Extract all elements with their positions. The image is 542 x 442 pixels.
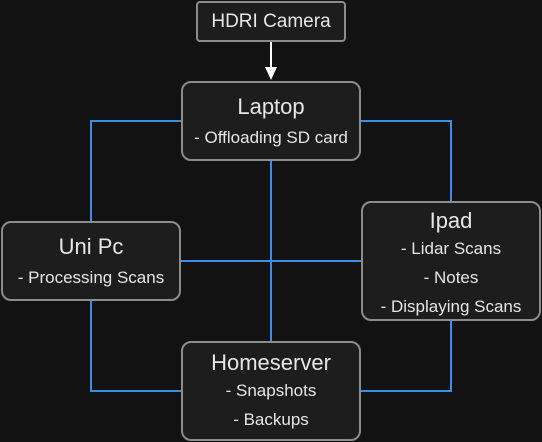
node-title: HDRI Camera [211, 11, 331, 32]
node-detail: - Offloading SD card [194, 128, 348, 147]
node-hdri-camera[interactable]: HDRI Camera [196, 1, 346, 42]
edge-laptop-ipad [361, 120, 452, 201]
node-detail: - Notes [423, 268, 479, 287]
edge-laptop-uni-pc [90, 120, 181, 221]
edge-uni-pc-homeserver [90, 301, 181, 392]
node-title: Ipad [429, 208, 473, 233]
node-ipad[interactable]: Ipad - Lidar Scans - Notes - Displaying … [361, 201, 541, 321]
node-title: Homeserver [211, 350, 331, 375]
node-detail: - Snapshots [225, 381, 317, 400]
node-detail: - Lidar Scans [400, 239, 502, 258]
node-homeserver[interactable]: Homeserver - Snapshots - Backups [181, 341, 361, 441]
node-detail: - Processing Scans [17, 268, 165, 287]
node-uni-pc[interactable]: Uni Pc - Processing Scans [1, 221, 181, 301]
arrowhead-icon [265, 67, 277, 80]
edge-ipad-homeserver [361, 321, 452, 392]
node-detail: - Displaying Scans [380, 297, 522, 316]
node-title: Laptop [237, 94, 305, 119]
node-laptop[interactable]: Laptop - Offloading SD card [181, 81, 361, 161]
node-detail: - Backups [233, 410, 309, 429]
node-title: Uni Pc [58, 234, 124, 259]
